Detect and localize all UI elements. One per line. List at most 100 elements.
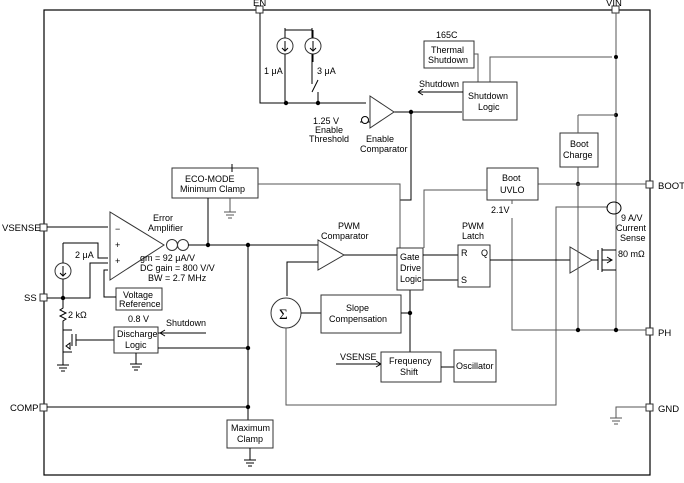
pin-gnd-label: GND bbox=[658, 404, 679, 415]
resistor-label: 2 kΩ bbox=[68, 310, 87, 320]
pin-boot-label: BOOT bbox=[658, 181, 684, 192]
pwm-latch-s: S bbox=[461, 275, 467, 285]
pin-comp-label: COMP bbox=[10, 403, 39, 414]
current-1ua-label: 1 μA bbox=[264, 66, 283, 76]
pwm-comparator: PWM Comparator bbox=[317, 221, 369, 271]
pwm-comparator-line2: Comparator bbox=[321, 231, 369, 241]
pin-boot[interactable]: BOOT bbox=[645, 180, 684, 192]
pin-en-label: EN bbox=[253, 0, 266, 9]
gate-drive-line3: Logic bbox=[400, 274, 422, 284]
error-amp-gm: gm = 92 μA/V bbox=[140, 253, 195, 263]
enable-threshold-line2: Threshold bbox=[309, 134, 349, 144]
pin-ph-label: PH bbox=[658, 328, 671, 339]
current-source-1ua: 1 μA bbox=[264, 30, 294, 76]
chip-outline bbox=[43, 9, 651, 476]
voltage-reference-line1: Voltage bbox=[123, 290, 153, 300]
discharge-logic-line2: Logic bbox=[125, 340, 147, 350]
pin-comp[interactable]: COMP bbox=[10, 403, 48, 414]
freq-shift-line1: Frequency bbox=[389, 356, 432, 366]
pin-gnd[interactable]: GND bbox=[645, 403, 679, 415]
error-amp-plus2: + bbox=[115, 256, 120, 266]
shutdown-logic-block: Shutdown Logic bbox=[462, 81, 518, 121]
current-sense-line2: Current bbox=[616, 223, 647, 233]
pin-vsense[interactable]: VSENSE bbox=[2, 223, 48, 234]
slope-comp-line1: Slope bbox=[346, 303, 369, 313]
pin-vin-label: VIN bbox=[606, 0, 622, 9]
freq-shift-input-label: VSENSE bbox=[340, 352, 377, 362]
gate-drive-line2: Drive bbox=[400, 263, 421, 273]
pwm-latch-line2: Latch bbox=[462, 231, 484, 241]
current-sense: 9 A/V Current Sense bbox=[606, 201, 647, 243]
pin-ss-label: SS bbox=[24, 293, 37, 304]
error-amp-line2: Amplifier bbox=[148, 223, 183, 233]
pwm-latch-line1: PWM bbox=[462, 221, 484, 231]
boot-uvlo-line2: UVLO bbox=[500, 185, 525, 195]
eco-mode-line2: Minimum Clamp bbox=[180, 184, 245, 194]
enable-comparator-line2: Comparator bbox=[360, 144, 408, 154]
eco-mode-block: ECO-MODE Minimum Clamp bbox=[171, 164, 259, 199]
thermal-shutdown-block: 165C Thermal Shutdown bbox=[423, 30, 475, 69]
discharge-fet bbox=[57, 329, 114, 372]
error-amplifier: − + + Error Amplifier bbox=[109, 211, 183, 281]
summing-node: Σ bbox=[270, 297, 302, 329]
pin-en[interactable]: EN bbox=[253, 0, 266, 14]
pin-ph[interactable]: PH bbox=[645, 327, 671, 339]
boot-charge-line2: Charge bbox=[563, 150, 593, 160]
fet-rds-label: 80 mΩ bbox=[618, 249, 645, 259]
pwm-comparator-line1: PWM bbox=[338, 221, 360, 231]
error-amp-bw: BW = 2.7 MHz bbox=[148, 273, 207, 283]
boot-uvlo-threshold: 2.1V bbox=[491, 205, 510, 215]
boot-uvlo-line1: Boot bbox=[502, 173, 521, 183]
frequency-shift-block: Frequency Shift bbox=[380, 351, 442, 383]
oscillator-block: Oscillator bbox=[453, 349, 497, 383]
thermal-line2: Shutdown bbox=[428, 55, 468, 65]
boot-uvlo-block: Boot UVLO bbox=[486, 167, 539, 201]
boot-charge-line1: Boot bbox=[570, 139, 589, 149]
pwm-latch-q: Q bbox=[481, 248, 488, 258]
error-amp-plus1: + bbox=[115, 240, 120, 250]
slope-comp-line2: Compensation bbox=[329, 314, 387, 324]
ss-current-source: 2 μA bbox=[54, 242, 108, 298]
pin-vin[interactable]: VIN bbox=[606, 0, 622, 14]
error-amp-dc-gain: DC gain = 800 V/V bbox=[140, 263, 215, 273]
boot-charge-block: Boot Charge bbox=[559, 132, 599, 168]
voltage-reference-block: Voltage Reference bbox=[115, 287, 163, 311]
enable-comparator: Enable Comparator bbox=[360, 95, 408, 154]
shutdown-logic-line1: Shutdown bbox=[468, 91, 508, 101]
enable-threshold-line1: Enable bbox=[315, 125, 343, 135]
enable-threshold-value: 1.25 V bbox=[313, 116, 339, 126]
oscillator-label: Oscillator bbox=[456, 361, 494, 371]
pwm-latch-block: PWM Latch R Q S bbox=[457, 221, 491, 288]
sigma-symbol: Σ bbox=[279, 307, 288, 323]
discharge-shutdown-label: Shutdown bbox=[166, 318, 206, 328]
enable-comparator-line1: Enable bbox=[366, 134, 394, 144]
current-sense-line1: 9 A/V bbox=[621, 213, 643, 223]
slope-compensation-block: Slope Compensation bbox=[320, 294, 402, 334]
voltage-reference-line2: Reference bbox=[119, 299, 161, 309]
ref-voltage-label: 0.8 V bbox=[128, 314, 149, 324]
gate-drive-logic-block: Gate Drive Logic bbox=[396, 247, 424, 291]
shutdown-signal-label: Shutdown bbox=[419, 79, 459, 89]
ss-current-label: 2 μA bbox=[75, 250, 94, 260]
high-side-driver bbox=[569, 246, 593, 274]
pwm-latch-r: R bbox=[461, 248, 468, 258]
ss-resistor: 2 kΩ bbox=[58, 298, 87, 330]
current-sense-line3: Sense bbox=[620, 233, 646, 243]
discharge-logic-block: Discharge Logic bbox=[113, 326, 159, 354]
high-side-fet: 80 mΩ bbox=[597, 248, 645, 272]
current-source-3ua: 3 μA bbox=[304, 30, 336, 76]
freq-shift-line2: Shift bbox=[400, 367, 419, 377]
eco-mode-line1: ECO-MODE bbox=[185, 174, 235, 184]
pin-vsense-label: VSENSE bbox=[2, 223, 41, 234]
discharge-logic-line1: Discharge bbox=[117, 329, 158, 339]
shutdown-logic-line2: Logic bbox=[478, 102, 500, 112]
maximum-clamp-block: Maximum Clamp bbox=[226, 419, 274, 449]
error-amp-line1: Error bbox=[153, 213, 173, 223]
thermal-line1: Thermal bbox=[431, 45, 464, 55]
max-clamp-line1: Maximum bbox=[231, 423, 270, 433]
gate-drive-line1: Gate bbox=[400, 252, 420, 262]
current-3ua-label: 3 μA bbox=[317, 66, 336, 76]
error-amp-minus: − bbox=[115, 224, 120, 234]
max-clamp-line2: Clamp bbox=[237, 434, 263, 444]
